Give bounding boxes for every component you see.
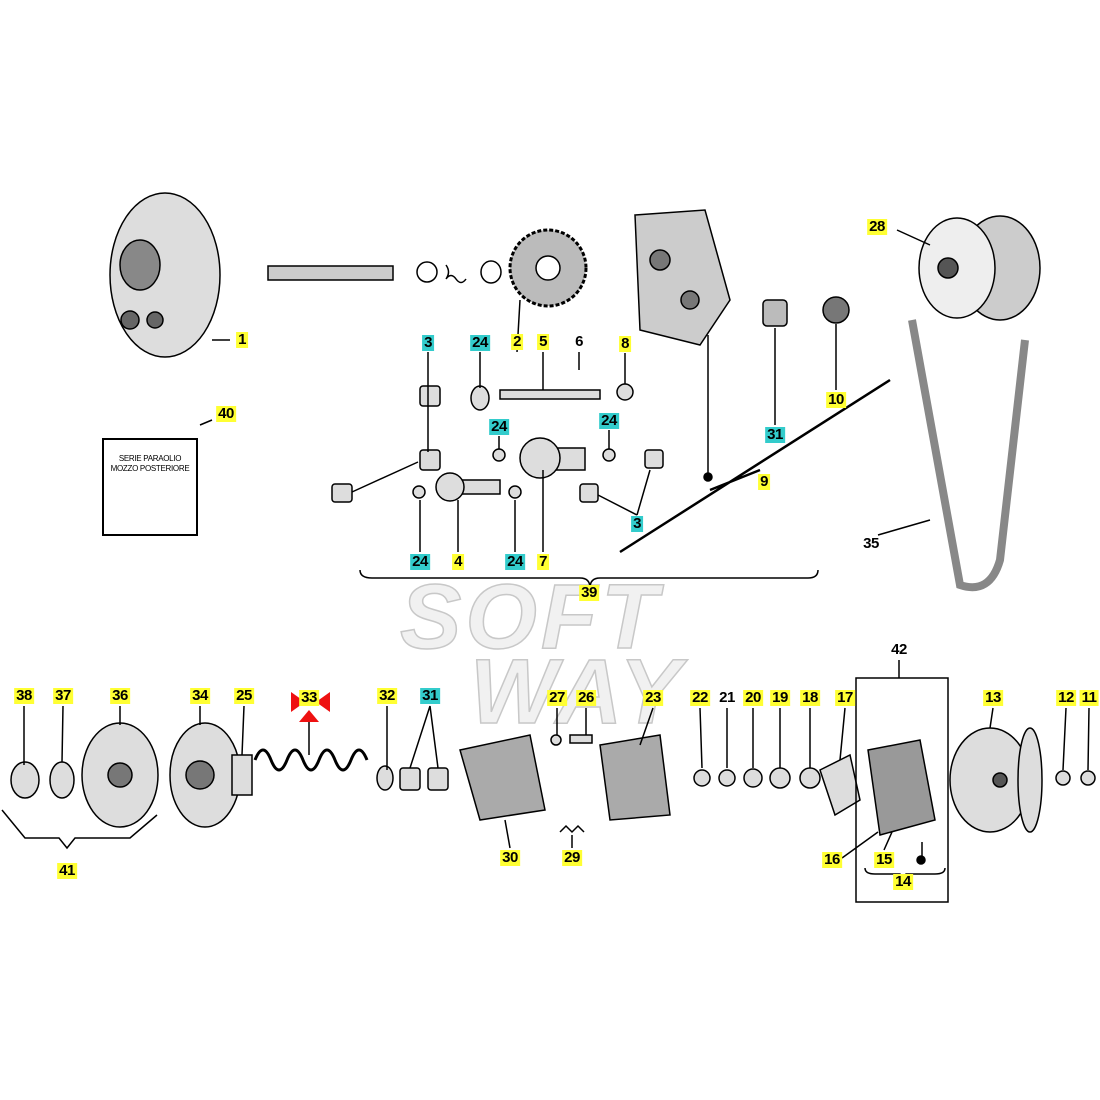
part-callout-31[interactable]: 31 (420, 687, 440, 704)
part-callout-1[interactable]: 1 (236, 331, 248, 348)
part-callout-33[interactable]: 33 (299, 689, 319, 706)
part-callout-5[interactable]: 5 (537, 333, 549, 350)
part-callout-2[interactable]: 2 (511, 333, 523, 350)
part-callout-24[interactable]: 24 (599, 412, 619, 429)
part-callout-7[interactable]: 7 (537, 553, 549, 570)
part-callout-32[interactable]: 32 (377, 687, 397, 704)
part-callout-12[interactable]: 12 (1056, 689, 1076, 706)
part-callout-13[interactable]: 13 (983, 689, 1003, 706)
part-callout-36[interactable]: 36 (110, 687, 130, 704)
part-callout-29[interactable]: 29 (562, 849, 582, 866)
note-line-2: MOZZO POSTERIORE (110, 464, 190, 473)
part-callout-16[interactable]: 16 (822, 851, 842, 868)
part-callout-6[interactable]: 6 (575, 333, 583, 350)
part-callout-40[interactable]: 40 (216, 405, 236, 422)
part-callout-20[interactable]: 20 (743, 689, 763, 706)
part-callout-24[interactable]: 24 (410, 553, 430, 570)
part-callout-31[interactable]: 31 (765, 426, 785, 443)
gear-part (508, 228, 588, 308)
part-callout-24[interactable]: 24 (489, 418, 509, 435)
part-callout-8[interactable]: 8 (619, 335, 631, 352)
part-callout-14[interactable]: 14 (893, 873, 913, 890)
part-callout-28[interactable]: 28 (867, 218, 887, 235)
part-callout-9[interactable]: 9 (758, 473, 770, 490)
part-callout-18[interactable]: 18 (800, 689, 820, 706)
hub-cover-part (109, 192, 221, 358)
part-callout-3[interactable]: 3 (631, 515, 643, 532)
part-callout-25[interactable]: 25 (234, 687, 254, 704)
part-callout-26[interactable]: 26 (576, 689, 596, 706)
part-callout-17[interactable]: 17 (835, 689, 855, 706)
part-callout-30[interactable]: 30 (500, 849, 520, 866)
shaft-part (267, 260, 502, 284)
part-callout-39[interactable]: 39 (579, 584, 599, 601)
part-callout-27[interactable]: 27 (547, 689, 567, 706)
housing-part (634, 209, 731, 346)
watermark-soft: SOFT (399, 565, 662, 669)
part-callout-3[interactable]: 3 (422, 334, 434, 351)
part-callout-21[interactable]: 21 (719, 689, 735, 706)
part-callout-37[interactable]: 37 (53, 687, 73, 704)
part-callout-24[interactable]: 24 (470, 334, 490, 351)
part-callout-15[interactable]: 15 (874, 851, 894, 868)
part-callout-38[interactable]: 38 (14, 687, 34, 704)
part-callout-42[interactable]: 42 (891, 641, 907, 658)
part-callout-41[interactable]: 41 (57, 862, 77, 879)
bearing-part (762, 299, 788, 327)
pulley-part (918, 215, 1041, 321)
part-callout-19[interactable]: 19 (770, 689, 790, 706)
belt-part (908, 319, 1029, 592)
part-callout-34[interactable]: 34 (190, 687, 210, 704)
note-box: SERIE PARAOLIO MOZZO POSTERIORE (102, 438, 198, 536)
part-callout-24[interactable]: 24 (505, 553, 525, 570)
part-callout-23[interactable]: 23 (643, 689, 663, 706)
part-callout-35[interactable]: 35 (863, 535, 879, 552)
part-callout-4[interactable]: 4 (452, 553, 464, 570)
nut-part (822, 296, 850, 324)
note-line-1: SERIE PARAOLIO (118, 454, 182, 463)
part-callout-10[interactable]: 10 (826, 391, 846, 408)
part-callout-11[interactable]: 11 (1079, 689, 1099, 706)
part-callout-22[interactable]: 22 (690, 689, 710, 706)
